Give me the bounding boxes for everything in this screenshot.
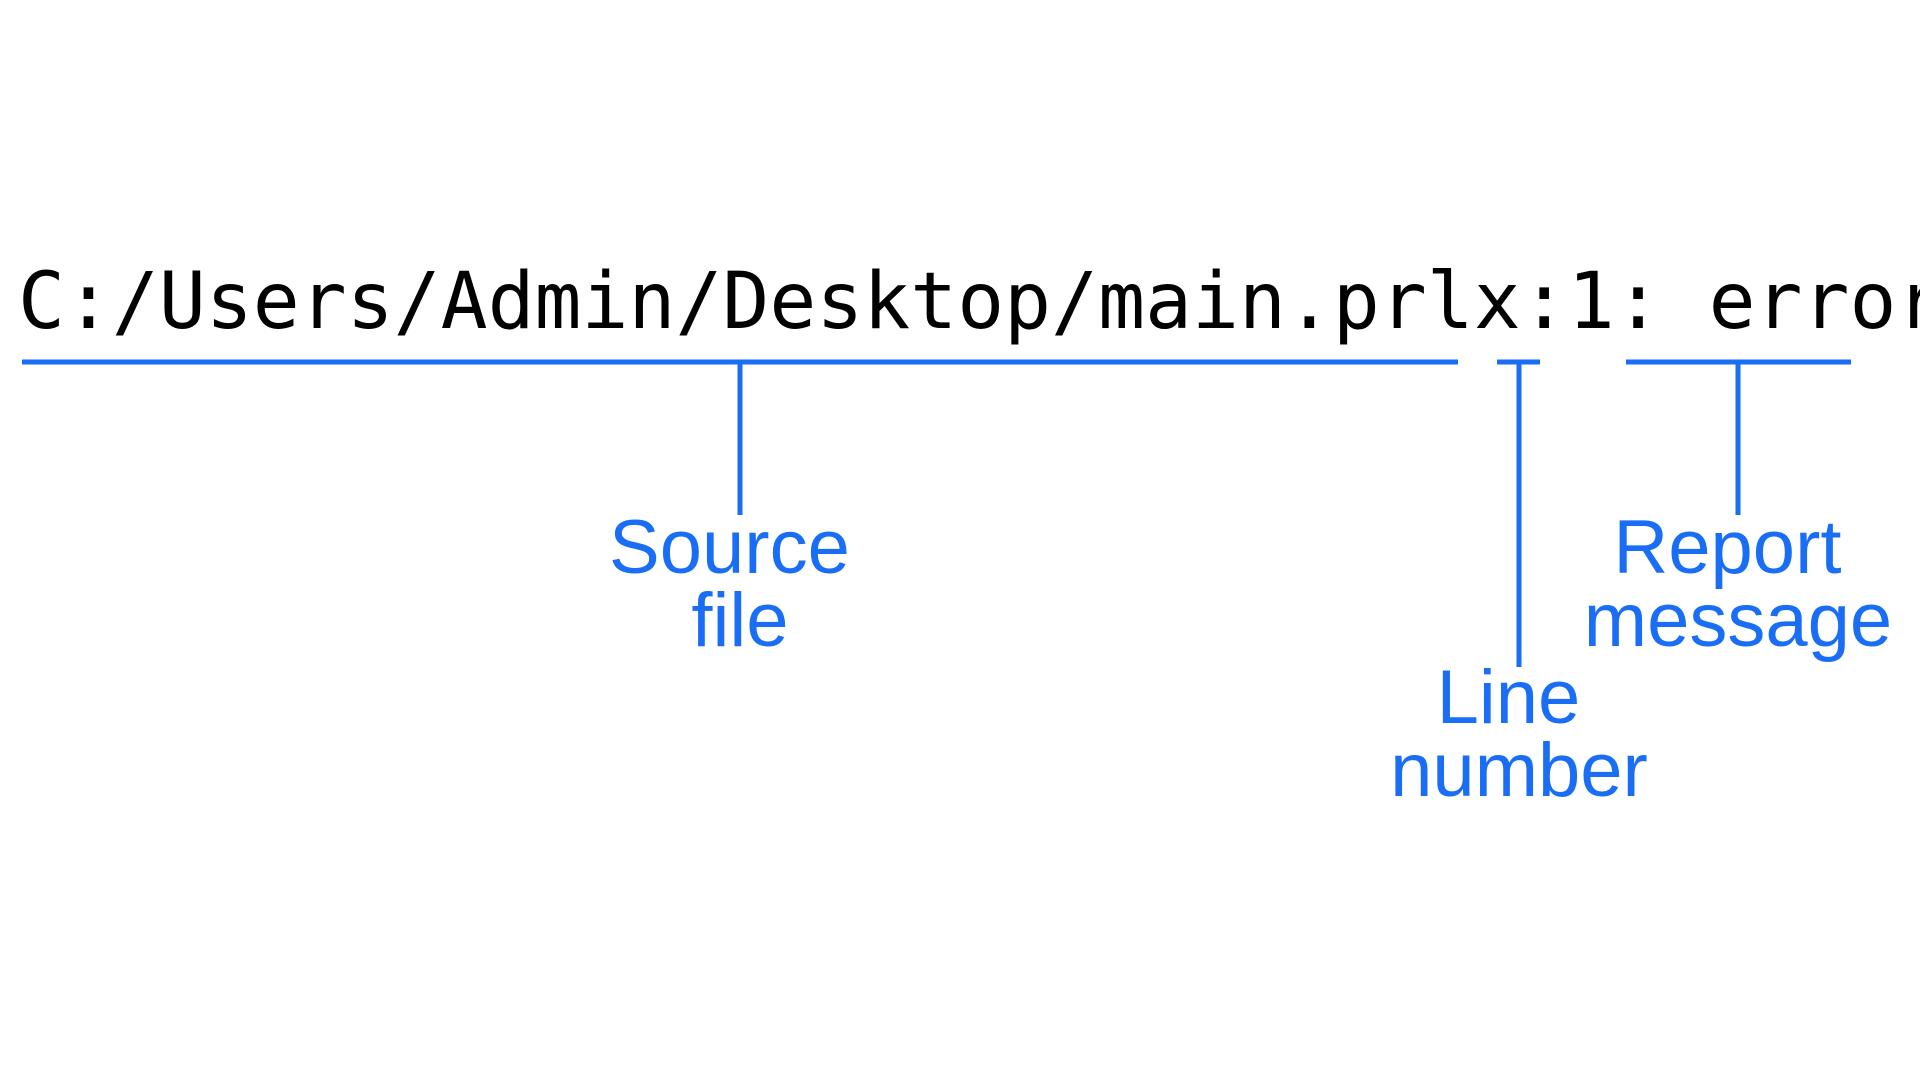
line-number-value: 1 [1568, 257, 1615, 347]
source-file-path: C:/Users/Admin/Desktop/main.prlx [18, 257, 1521, 347]
source-file-label: Source file [609, 505, 871, 663]
line-number-label-line2: number [1390, 728, 1648, 813]
report-message-label: Report message [1584, 505, 1892, 663]
source-file-label-line1: Source [609, 505, 850, 590]
separator-colon: : [1521, 257, 1568, 347]
report-message-value: error [1709, 257, 1920, 347]
separator-colon-space: : [1615, 257, 1709, 347]
source-file-label-line2: file [691, 578, 788, 663]
report-message-label-line2: message [1584, 578, 1892, 663]
line-number-label: Line number [1390, 655, 1648, 813]
line-number-label-line1: Line [1437, 655, 1581, 740]
code-line: C:/Users/Admin/Desktop/main.prlx:1: erro… [18, 257, 1920, 347]
report-message-label-line1: Report [1613, 505, 1841, 590]
annotation-brackets [22, 359, 1851, 667]
